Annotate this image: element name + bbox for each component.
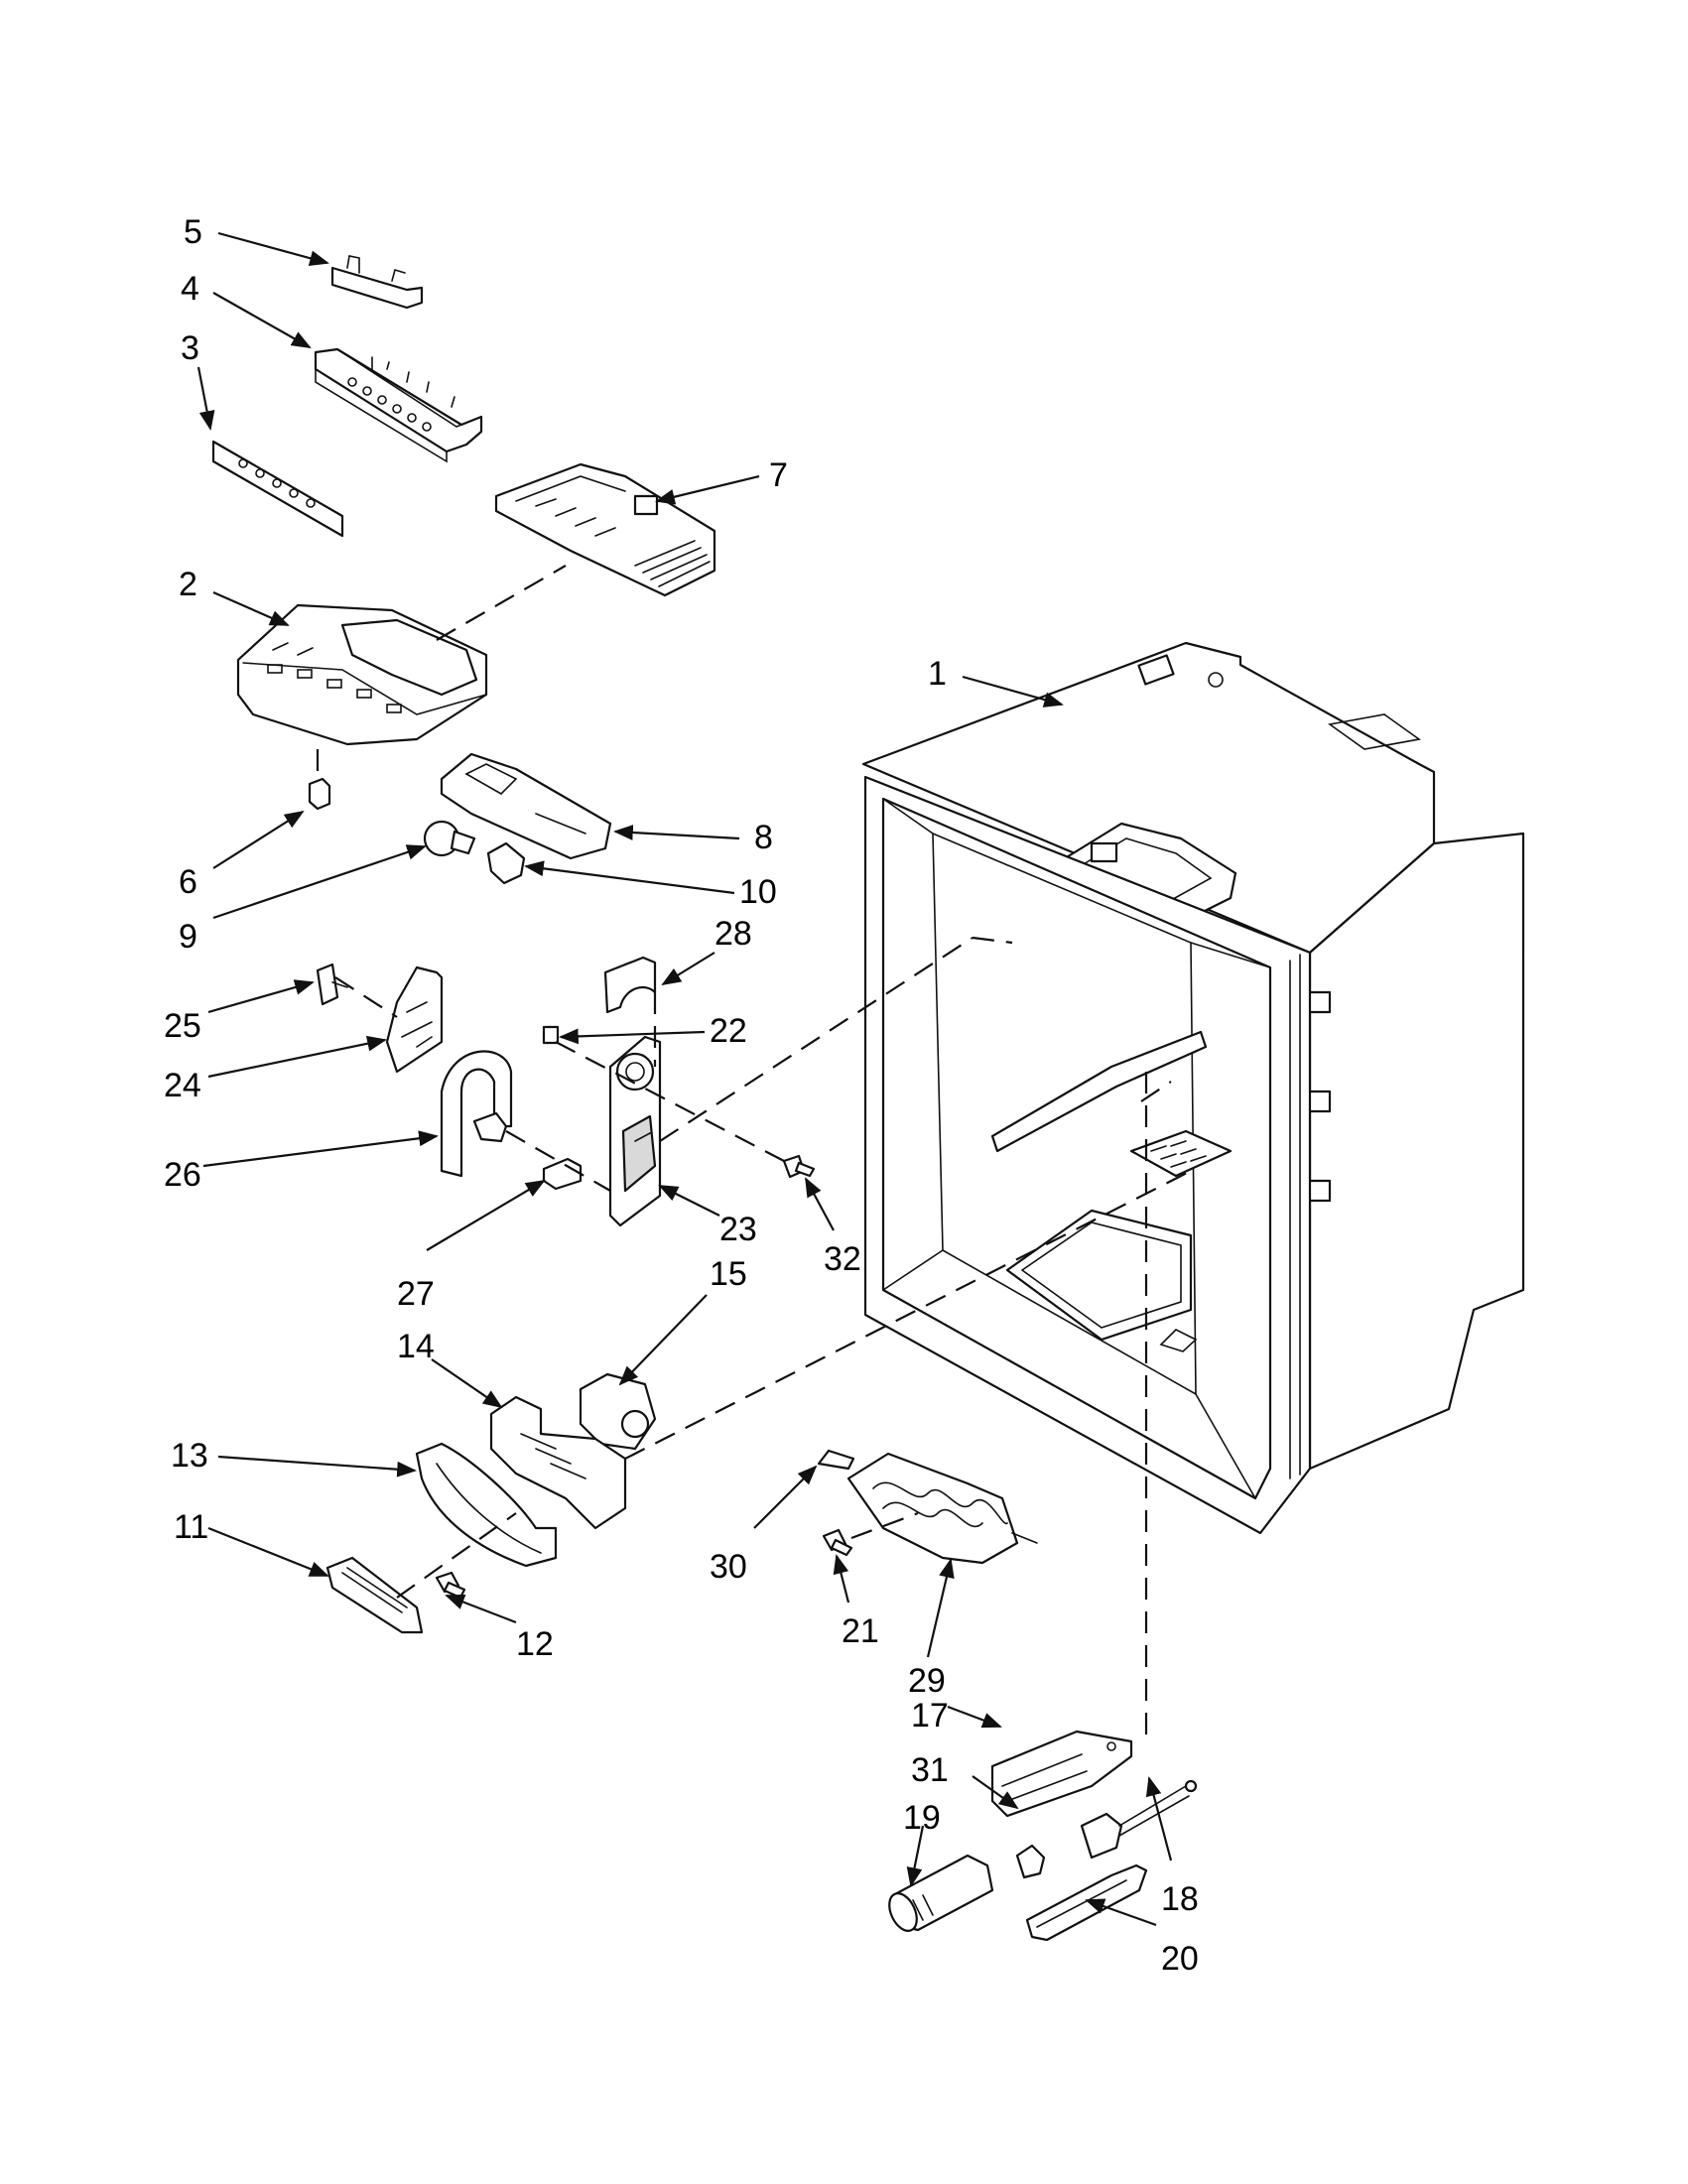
part-6-switch — [308, 777, 331, 811]
part-20-filter-cover — [1025, 1863, 1148, 1942]
callout-30: 30 — [710, 1548, 747, 1586]
callout-17: 17 — [911, 1697, 949, 1734]
callout-9: 9 — [179, 918, 197, 956]
callout-31: 31 — [911, 1751, 949, 1789]
callout-11: 11 — [174, 1508, 208, 1546]
callout-13: 13 — [171, 1437, 208, 1475]
part-15-valve — [579, 1372, 657, 1451]
callout-18: 18 — [1161, 1880, 1199, 1918]
part-24-bracket — [385, 965, 444, 1074]
part-25-clip — [316, 963, 348, 1006]
part-7-air-diffuser — [494, 462, 716, 597]
callout-21: 21 — [842, 1612, 879, 1650]
callout-27: 27 — [397, 1275, 435, 1313]
part-14-dispenser-paddle — [489, 1395, 627, 1530]
callout-6: 6 — [179, 863, 197, 901]
part-26-water-tube — [440, 1050, 513, 1178]
callout-2: 2 — [179, 566, 197, 603]
callout-19: 19 — [903, 1799, 941, 1837]
refrigerator-liner — [861, 641, 1525, 1535]
part-5-cover — [330, 255, 424, 310]
callout-20: 20 — [1161, 1940, 1199, 1978]
part-22-clip — [542, 1025, 560, 1045]
callout-15: 15 — [710, 1255, 747, 1293]
callout-1: 1 — [928, 655, 947, 693]
part-8-lamp-cover — [440, 752, 612, 860]
callout-5: 5 — [184, 213, 202, 251]
callout-25: 25 — [164, 1007, 201, 1045]
callout-26: 26 — [164, 1156, 201, 1194]
callout-29: 29 — [908, 1662, 946, 1700]
callout-8: 8 — [754, 819, 773, 856]
callout-32: 32 — [824, 1240, 861, 1278]
part-2-control-housing — [236, 603, 488, 746]
part-30-tube — [817, 1449, 855, 1471]
assembly-lines — [316, 565, 1192, 1746]
part-11-drip-tray — [325, 1556, 424, 1634]
part-12-screw — [435, 1571, 466, 1600]
part-10-socket — [486, 841, 526, 885]
callout-23: 23 — [719, 1211, 757, 1248]
callout-7: 7 — [769, 456, 788, 494]
part-9-bulb — [423, 820, 476, 857]
part-17-filter-bracket — [990, 1730, 1133, 1818]
part-18-filter-head — [1080, 1779, 1198, 1860]
part-19-water-filter — [888, 1854, 994, 1932]
callout-28: 28 — [714, 915, 752, 953]
part-13-dispenser-frame — [415, 1442, 558, 1568]
part-21-screw — [822, 1528, 853, 1557]
callout-22: 22 — [710, 1012, 747, 1050]
callout-14: 14 — [397, 1328, 435, 1365]
part-29-heater-assembly — [846, 1452, 1038, 1565]
part-32-screw — [782, 1154, 816, 1179]
part-4-housing — [314, 347, 483, 463]
part-31-cap — [1015, 1844, 1046, 1879]
callout-12: 12 — [516, 1625, 554, 1663]
part-27-clip — [542, 1157, 583, 1191]
part-23-dispenser-housing — [608, 1035, 662, 1227]
leader-lines — [196, 231, 1173, 1927]
part-28-gasket — [603, 956, 657, 1014]
callout-3: 3 — [181, 329, 199, 367]
callout-numbers: 5 4 3 7 2 1 6 8 9 10 28 25 22 24 26 23 1… — [164, 213, 1199, 1978]
part-3-label-strip — [211, 440, 344, 538]
callout-10: 10 — [739, 873, 777, 911]
callout-4: 4 — [181, 270, 199, 308]
callout-24: 24 — [164, 1067, 201, 1104]
